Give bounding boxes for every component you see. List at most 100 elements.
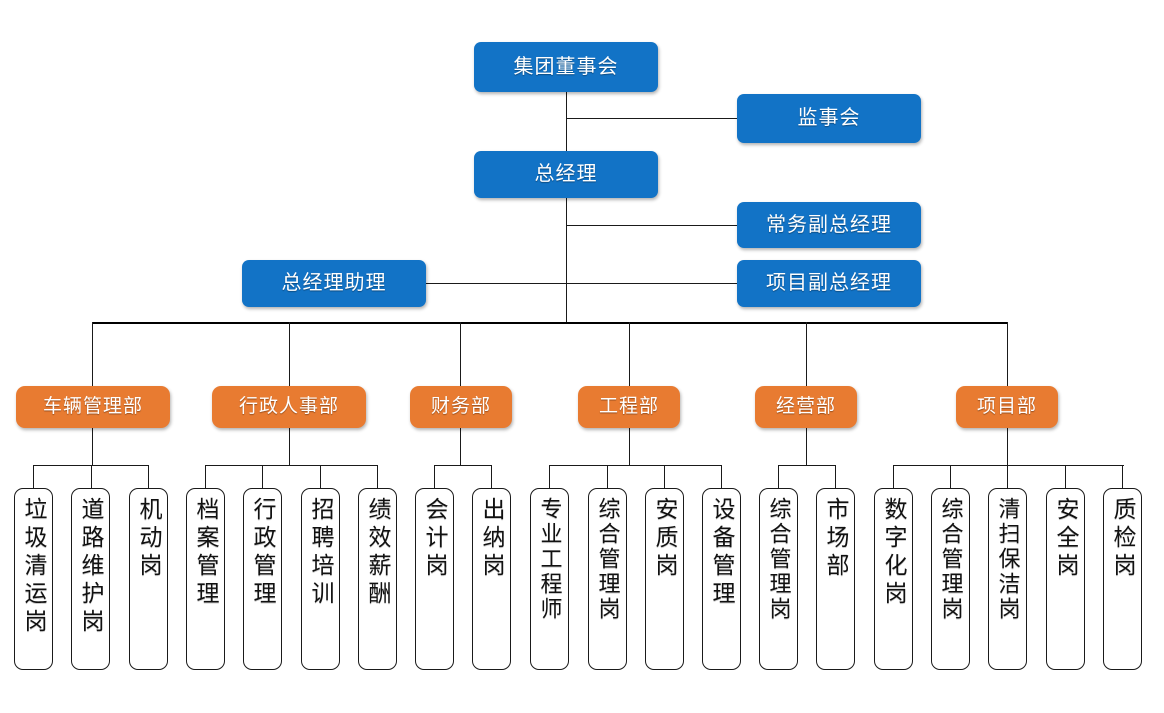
drop-admin-hr-2 — [320, 465, 321, 488]
node-position-vehicle-2[interactable]: 机动岗 — [129, 488, 168, 670]
node-position-project-0[interactable]: 数字化岗 — [874, 488, 913, 670]
node-position-project-2[interactable]: 清扫保洁岗 — [988, 488, 1027, 670]
node-department-finance[interactable]: 财务部 — [410, 386, 512, 428]
drop-vehicle-0 — [33, 465, 34, 488]
node-position-label: 清扫保洁岗 — [995, 497, 1021, 622]
node-position-label: 综合管理岗 — [595, 497, 621, 622]
connector-gm-to-exec-deputy — [566, 225, 737, 226]
node-position-vehicle-1[interactable]: 道路维护岗 — [71, 488, 110, 670]
node-position-label: 档案管理 — [193, 497, 219, 609]
stem-engineering — [629, 426, 630, 465]
node-board-label: 集团董事会 — [513, 55, 619, 78]
node-department-project-label: 项目部 — [976, 396, 1037, 418]
node-department-engineering[interactable]: 工程部 — [578, 386, 680, 428]
node-position-operations-1[interactable]: 市场部 — [816, 488, 855, 670]
drop-finance-0 — [434, 465, 435, 488]
node-department-operations[interactable]: 经营部 — [755, 386, 857, 428]
drop-admin-hr-0 — [205, 465, 206, 488]
node-executive-deputy-gm[interactable]: 常务副总经理 — [737, 202, 921, 248]
node-department-operations-label: 经营部 — [775, 396, 836, 418]
node-position-label: 绩效薪酬 — [365, 497, 391, 609]
node-supervisory-board-label: 监事会 — [797, 107, 861, 129]
drop-vehicle-2 — [148, 465, 149, 488]
node-department-admin-hr[interactable]: 行政人事部 — [212, 386, 366, 428]
node-project-deputy-gm[interactable]: 项目副总经理 — [737, 260, 921, 307]
node-department-project[interactable]: 项目部 — [956, 386, 1058, 428]
department-drop-admin-hr — [289, 322, 290, 386]
connector-board-to-gm — [566, 92, 567, 152]
department-drop-finance — [460, 322, 461, 386]
department-drop-operations — [806, 322, 807, 386]
drop-project-1 — [950, 465, 951, 488]
node-gm-assistant-label: 总经理助理 — [281, 272, 387, 294]
drop-project-4 — [1122, 465, 1123, 488]
drop-vehicle-1 — [91, 465, 92, 488]
node-position-label: 市场部 — [823, 497, 849, 581]
stem-project — [1007, 426, 1008, 465]
node-position-engineering-3[interactable]: 设备管理 — [702, 488, 741, 670]
drop-finance-1 — [491, 465, 492, 488]
drop-operations-1 — [835, 465, 836, 488]
drop-operations-0 — [778, 465, 779, 488]
bar-engineering — [549, 465, 722, 466]
node-position-project-3[interactable]: 安全岗 — [1046, 488, 1085, 670]
drop-engineering-1 — [607, 465, 608, 488]
node-position-admin-hr-2[interactable]: 招聘培训 — [301, 488, 340, 670]
node-position-engineering-2[interactable]: 安质岗 — [645, 488, 684, 670]
connector-gm-assistant — [425, 283, 566, 284]
node-position-project-4[interactable]: 质检岗 — [1103, 488, 1142, 670]
node-gm-assistant[interactable]: 总经理助理 — [242, 260, 426, 307]
drop-engineering-2 — [664, 465, 665, 488]
drop-project-3 — [1065, 465, 1066, 488]
bar-admin-hr — [205, 465, 378, 466]
node-position-admin-hr-3[interactable]: 绩效薪酬 — [358, 488, 397, 670]
node-supervisory-board[interactable]: 监事会 — [737, 94, 921, 143]
node-general-manager[interactable]: 总经理 — [474, 151, 658, 198]
node-position-label: 数字化岗 — [881, 497, 907, 609]
drop-engineering-0 — [549, 465, 550, 488]
department-drop-project — [1007, 322, 1008, 386]
node-position-vehicle-0[interactable]: 垃圾清运岗 — [14, 488, 53, 670]
department-drop-engineering — [629, 322, 630, 386]
node-position-label: 道路维护岗 — [78, 497, 104, 637]
stem-operations — [806, 426, 807, 465]
node-position-label: 安质岗 — [652, 497, 678, 581]
department-drop-vehicle — [92, 322, 93, 386]
node-position-label: 行政管理 — [250, 497, 276, 609]
bar-operations — [778, 465, 836, 466]
department-bus — [92, 322, 1007, 324]
node-position-operations-0[interactable]: 综合管理岗 — [759, 488, 798, 670]
stem-finance — [460, 426, 461, 465]
node-position-project-1[interactable]: 综合管理岗 — [931, 488, 970, 670]
bar-project — [893, 465, 1124, 466]
node-position-finance-1[interactable]: 出纳岗 — [472, 488, 511, 670]
node-position-label: 出纳岗 — [479, 497, 505, 581]
node-position-label: 设备管理 — [709, 497, 735, 609]
node-department-vehicle[interactable]: 车辆管理部 — [16, 386, 170, 428]
connector-gm-to-project-deputy — [566, 283, 737, 284]
bar-finance — [434, 465, 492, 466]
node-position-finance-0[interactable]: 会计岗 — [415, 488, 454, 670]
node-department-finance-label: 财务部 — [430, 396, 491, 418]
drop-admin-hr-3 — [377, 465, 378, 488]
node-position-engineering-0[interactable]: 专业工程师 — [530, 488, 569, 670]
node-position-label: 综合管理岗 — [766, 497, 792, 622]
node-board[interactable]: 集团董事会 — [474, 42, 658, 92]
node-position-admin-hr-1[interactable]: 行政管理 — [243, 488, 282, 670]
node-position-admin-hr-0[interactable]: 档案管理 — [186, 488, 225, 670]
node-position-label: 质检岗 — [1110, 497, 1136, 581]
drop-project-2 — [1007, 465, 1008, 488]
node-position-label: 安全岗 — [1053, 497, 1079, 581]
node-department-vehicle-label: 车辆管理部 — [42, 396, 143, 418]
node-position-label: 会计岗 — [422, 497, 448, 581]
stem-vehicle — [92, 426, 93, 465]
drop-admin-hr-1 — [262, 465, 263, 488]
drop-project-0 — [893, 465, 894, 488]
connector-board-to-supervisory — [566, 118, 737, 119]
node-position-engineering-1[interactable]: 综合管理岗 — [588, 488, 627, 670]
connector-gm-trunk — [566, 198, 567, 322]
node-general-manager-label: 总经理 — [534, 163, 598, 185]
node-position-label: 垃圾清运岗 — [21, 497, 47, 637]
node-position-label: 机动岗 — [136, 497, 162, 581]
